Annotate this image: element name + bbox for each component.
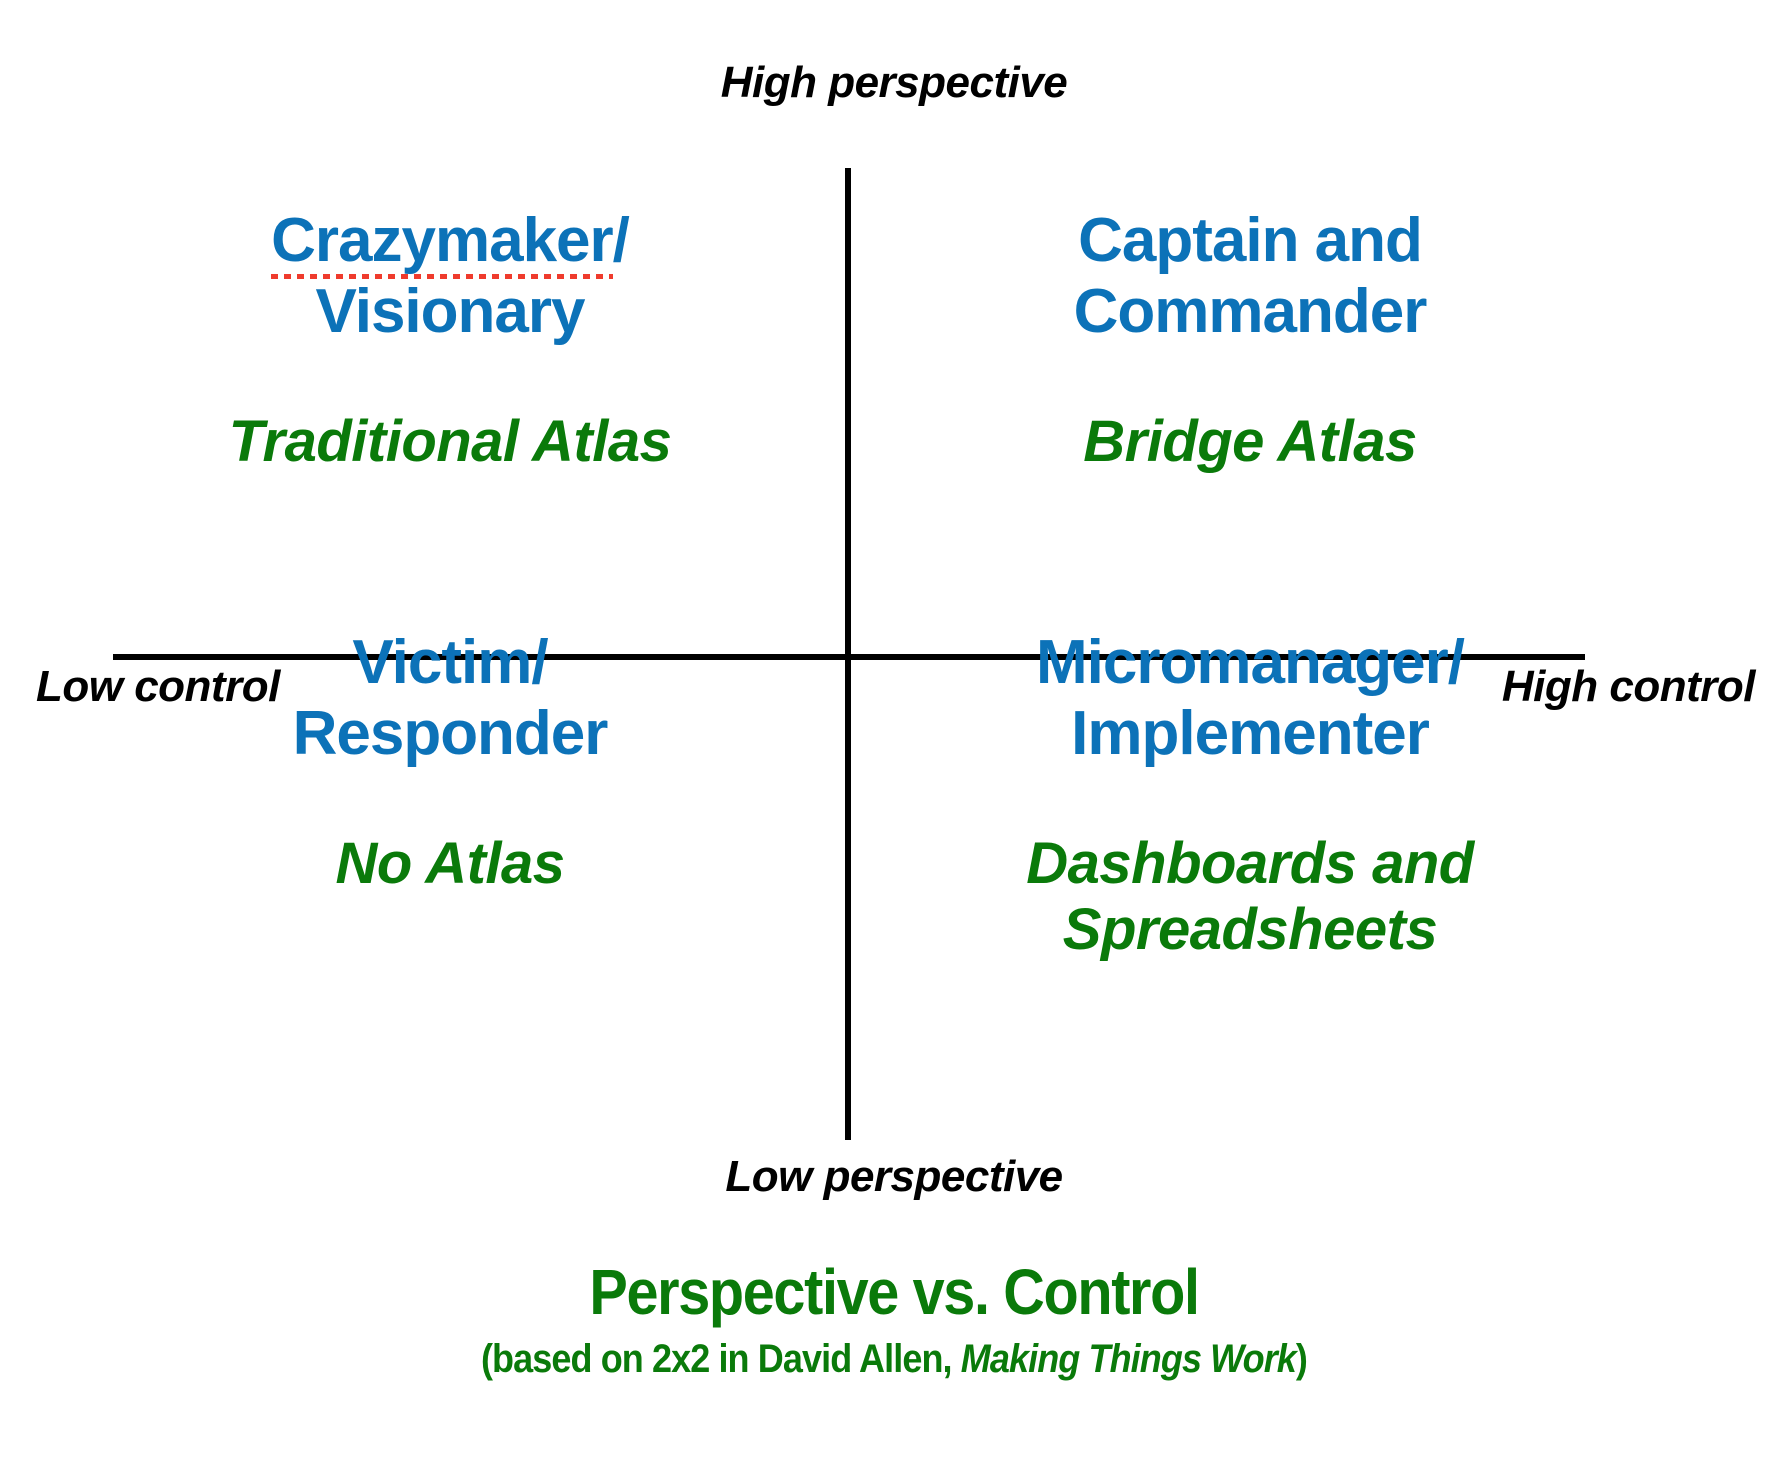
figure-title: Perspective vs. Control <box>589 1256 1200 1328</box>
quadrant-bottom-left: Victim/ Responder No Atlas <box>150 628 750 897</box>
quadrant-bottom-right-artifact-line2: Spreadsheets <box>1062 897 1438 963</box>
quadrant-bottom-left-role: Victim/ Responder <box>150 628 750 769</box>
quadrant-bottom-left-role-line1: Victim/ <box>352 628 548 697</box>
spacer <box>150 769 750 831</box>
quadrant-top-right-artifact: Bridge Atlas <box>1083 409 1417 475</box>
quadrant-bottom-right-role-line1: Micromanager/ <box>1035 628 1465 697</box>
quadrant-top-left-role-slash: / <box>612 206 630 275</box>
figure-subtitle-book-title: Making Things Work <box>960 1337 1297 1381</box>
quadrant-top-left: Crazymaker/ Visionary Traditional Atlas <box>150 206 750 475</box>
quadrant-bottom-right-role-line2: Implementer <box>1071 698 1430 768</box>
axis-label-high-perspective: High perspective <box>720 58 1068 107</box>
quadrant-top-right-role-line2: Commander <box>1073 276 1428 346</box>
figure-subtitle-suffix: ) <box>1295 1337 1308 1381</box>
quadrant-bottom-left-artifact: No Atlas <box>335 831 565 897</box>
spacer <box>940 347 1560 409</box>
quadrant-top-right-role: Captain and Commander <box>940 206 1560 347</box>
axis-label-low-perspective: Low perspective <box>725 1152 1063 1201</box>
quadrant-bottom-right-role: Micromanager/ Implementer <box>930 628 1570 769</box>
quadrant-top-left-role-line2: Visionary <box>315 276 585 346</box>
horizontal-axis-line <box>113 654 1585 660</box>
figure-subtitle: (based on 2x2 in David Allen, Making Thi… <box>89 1337 1698 1382</box>
quadrant-bottom-right: Micromanager/ Implementer Dashboards and… <box>930 628 1570 964</box>
quadrant-top-right-role-line1: Captain and <box>1078 206 1423 275</box>
spacer <box>930 769 1570 831</box>
spacer <box>150 347 750 409</box>
figure-subtitle-prefix: (based on 2x2 in David Allen, <box>480 1337 961 1381</box>
axis-label-low-control: Low control <box>36 662 280 711</box>
figure-caption: Perspective vs. Control (based on 2x2 in… <box>0 1255 1788 1382</box>
quadrant-bottom-left-role-line2: Responder <box>292 698 609 768</box>
quadrant-bottom-right-artifact: Dashboards and Spreadsheets <box>930 831 1570 963</box>
axis-label-high-control: High control <box>1501 662 1756 711</box>
quadrant-top-left-role: Crazymaker/ Visionary <box>150 206 750 347</box>
quadrant-top-right: Captain and Commander Bridge Atlas <box>940 206 1560 475</box>
misspelled-word-crazymaker: Crazymaker <box>271 206 614 279</box>
quadrant-top-left-artifact: Traditional Atlas <box>228 409 672 475</box>
quadrant-bottom-right-artifact-line1: Dashboards and <box>1026 831 1474 897</box>
